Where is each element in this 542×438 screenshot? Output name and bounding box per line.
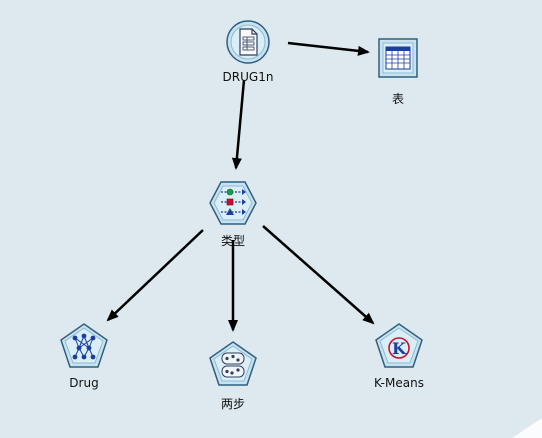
canvas-corner-marker [512,418,542,438]
node-source-drug1n[interactable] [224,18,272,66]
svg-text:K: K [392,339,407,358]
kmeans-model-icon: K [375,323,423,368]
node-label-kmeans: K-Means [374,376,424,390]
type-field-ops-icon [209,181,257,225]
node-model-twostep[interactable] [208,340,258,388]
node-type[interactable] [208,180,258,226]
connection-source-to-type[interactable] [231,79,246,170]
node-label-source: DRUG1n [222,70,274,84]
node-model-kmeans[interactable]: K [374,322,424,370]
node-model-drug[interactable] [59,322,109,370]
node-label-drug: Drug [69,376,99,390]
connection-type-to-kmeans[interactable] [262,225,375,325]
file-source-icon [226,20,270,64]
node-label-twostep: 两步 [220,397,246,411]
node-label-type: 类型 [220,234,246,248]
connection-source-to-table[interactable] [287,41,370,56]
node-table-output[interactable] [378,38,418,78]
table-output-icon [378,38,418,78]
twostep-cluster-model-icon [209,341,257,386]
node-label-table: 表 [391,92,405,106]
neural-network-model-icon [60,323,108,368]
connection-type-to-drug[interactable] [106,229,204,322]
